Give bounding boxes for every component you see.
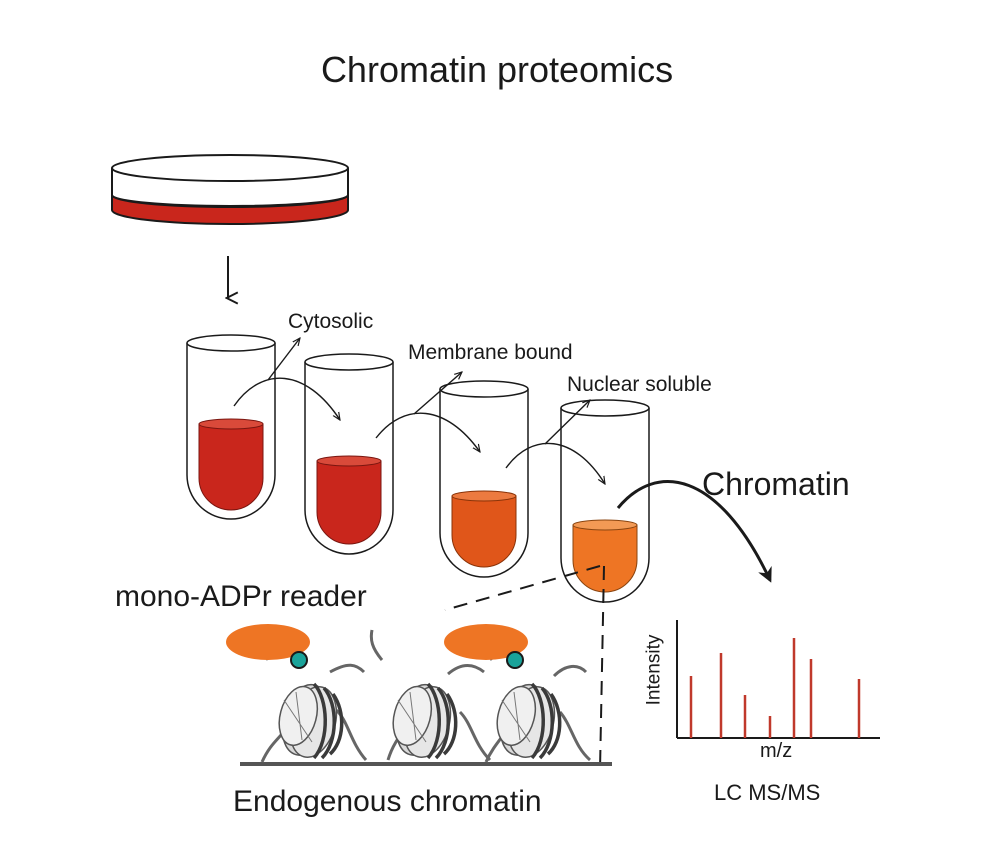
reader-1 bbox=[226, 624, 310, 669]
y-axis-label: Intensity bbox=[643, 634, 665, 706]
chromatin-label: Chromatin bbox=[702, 466, 850, 502]
petri-dish-icon bbox=[111, 154, 349, 225]
nuclear-soluble-label: Nuclear soluble bbox=[567, 373, 712, 396]
tube-2 bbox=[304, 353, 394, 555]
x-axis-label: m/z bbox=[760, 740, 793, 762]
endogenous-chromatin-label: Endogenous chromatin bbox=[233, 785, 542, 818]
method-label: LC MS/MS bbox=[714, 780, 821, 805]
spectrum-axes bbox=[676, 620, 880, 739]
figure-title: Chromatin proteomics bbox=[320, 49, 674, 90]
nucleosome-3 bbox=[489, 677, 564, 765]
tube-1 bbox=[186, 334, 276, 520]
membrane-bound-label: Membrane bound bbox=[408, 341, 573, 364]
nucleosome-2 bbox=[385, 677, 460, 765]
spectrum-peaks bbox=[689, 638, 861, 738]
zoom-guide-lines bbox=[444, 565, 605, 771]
reader-2 bbox=[444, 624, 528, 669]
nucleosome-1 bbox=[271, 677, 346, 765]
chromatin-arrow-icon bbox=[616, 480, 772, 583]
reader-label: mono-ADPr reader bbox=[115, 580, 367, 613]
fractionation-arrows bbox=[233, 338, 605, 484]
cytosolic-label: Cytosolic bbox=[288, 310, 374, 333]
tube-4 bbox=[560, 399, 650, 603]
tube-3 bbox=[439, 380, 529, 578]
